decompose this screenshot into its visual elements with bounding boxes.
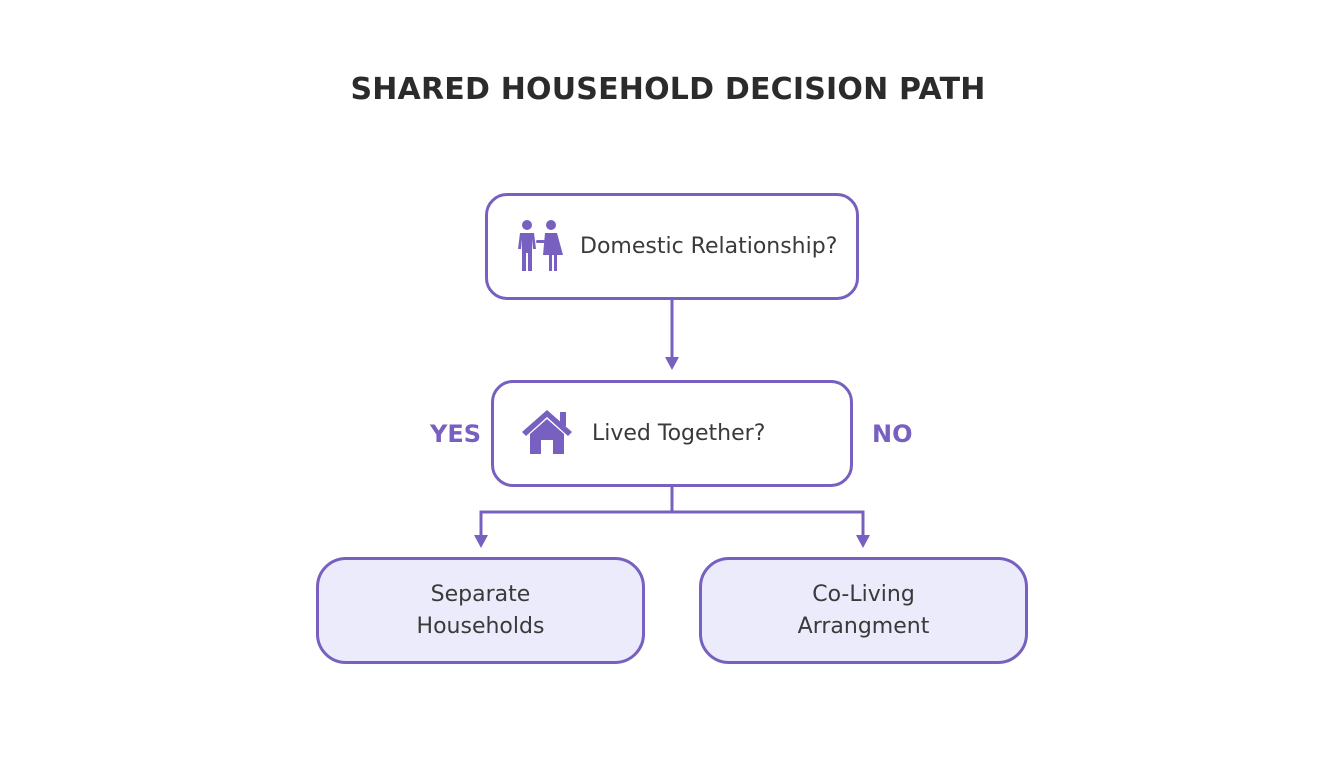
node-coliving-label: Co-Living Arrangment [798,579,930,643]
connector-lived-to-outcomes [479,487,865,537]
arrow-head-lived [665,357,679,370]
node-separate-line1: Separate [430,581,531,607]
node-separate-line2: Households [416,613,545,639]
node-coliving-line1: Co-Living [812,581,915,607]
node-lived-together: Lived Together? [491,380,853,487]
node-domestic-label: Domestic Relationship? [580,234,838,259]
arrow-head-coliving [856,535,870,548]
node-coliving-line2: Arrangment [797,613,930,639]
node-separate-label: Separate Households [417,579,545,643]
node-separate-households: Separate Households [316,557,645,664]
house-icon [520,408,574,460]
branch-label-no: NO [872,420,913,448]
branch-label-yes: YES [430,420,482,448]
node-coliving-arrangement: Co-Living Arrangment [699,557,1028,664]
node-lived-label: Lived Together? [592,421,766,446]
node-domestic-relationship: Domestic Relationship? [485,193,859,300]
diagram-title: SHARED HOUSEHOLD DECISION PATH [350,72,986,107]
arrow-head-separate [474,535,488,548]
couple-icon [516,219,564,275]
